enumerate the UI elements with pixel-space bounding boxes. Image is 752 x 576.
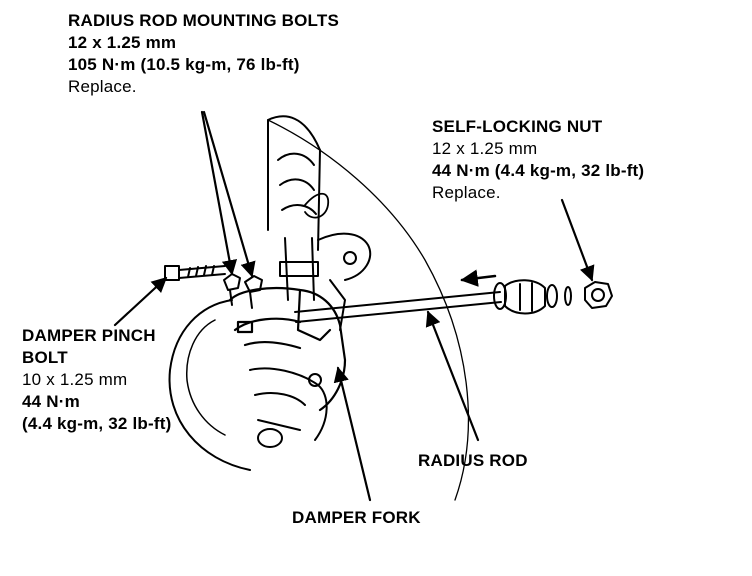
nut-title: SELF-LOCKING NUT [432,117,603,136]
brake-disc-inner [186,319,226,436]
nut-size: 12 x 1.25 mm [432,139,538,158]
rod-direction-arrow [460,269,497,287]
nut-note: Replace. [432,183,501,202]
steering-knuckle [249,367,328,448]
pinch-bolt-torque-1: 44 N·m [22,392,80,411]
leader-self-locking-nut [560,198,595,282]
leader-damper-pinch-bolt [113,276,168,327]
label-damper-pinch-bolt: DAMPER PINCH BOLT 10 x 1.25 mm 44 N·m (4… [22,325,171,435]
radius-rod-shape [294,291,502,323]
wheel-well-arc [267,119,470,501]
leader-lines [113,110,595,502]
pinch-bolt-torque-2: (4.4 kg-m, 32 lb-ft) [22,414,172,433]
leader-mounting-bolt-left [200,110,238,276]
pinch-bolt-title-1: DAMPER PINCH [22,326,156,345]
radius-rod-title: RADIUS ROD [418,451,528,470]
pinch-bolt-size: 10 x 1.25 mm [22,370,128,389]
mounting-bolts-title: RADIUS ROD MOUNTING BOLTS [68,11,340,30]
leader-radius-rod [425,310,480,442]
leader-damper-fork [333,366,372,502]
mounting-bolts-size: 12 x 1.25 mm [68,33,177,52]
nut-torque: 44 N·m (4.4 kg-m, 32 lb-ft) [432,161,645,180]
damper-pinch-bolt-shape [164,265,226,281]
label-self-locking-nut: SELF-LOCKING NUT 12 x 1.25 mm 44 N·m (4.… [432,116,644,204]
self-locking-nut-shape [584,281,613,309]
label-radius-rod: RADIUS ROD [418,450,528,472]
damper-fork-shape [228,286,347,412]
label-damper-fork: DAMPER FORK [292,507,421,529]
mounting-bolts-torque: 105 N·m (10.5 kg-m, 76 lb-ft) [68,55,300,74]
leader-mounting-bolt-right [202,110,256,278]
radius-rod-bushing [493,279,572,315]
strut-assembly [267,115,330,301]
damper-fork-title: DAMPER FORK [292,508,421,527]
knuckle-bracket [317,232,372,331]
mounting-bolts-note: Replace. [68,77,137,96]
mounting-bolt-shapes [223,273,263,309]
brake-disc-outline [168,299,251,471]
pinch-bolt-title-2: BOLT [22,348,68,367]
label-radius-rod-mounting-bolts: RADIUS ROD MOUNTING BOLTS 12 x 1.25 mm 1… [68,10,339,98]
